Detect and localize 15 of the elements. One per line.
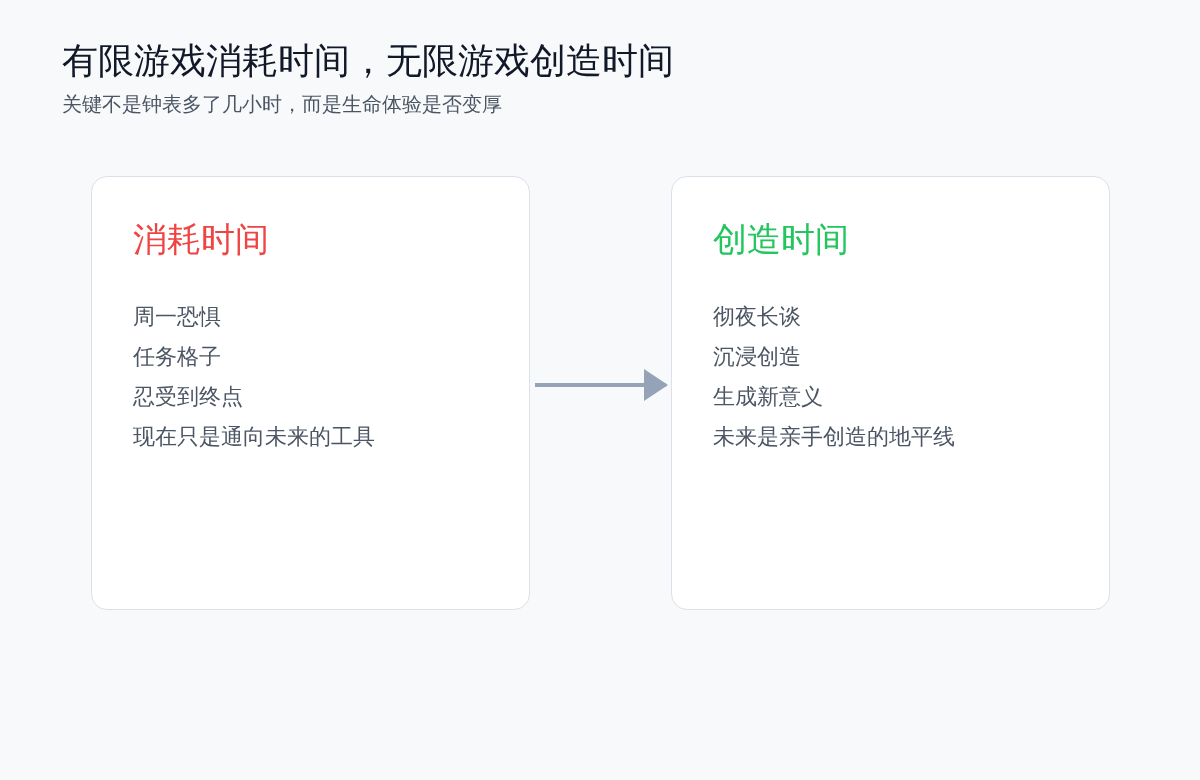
list-item: 彻夜长谈 <box>713 303 801 331</box>
list-item: 未来是亲手创造的地平线 <box>713 423 955 451</box>
card-heading: 消耗时间 <box>133 218 269 261</box>
title: 有限游戏消耗时间，无限游戏创造时间 <box>62 39 674 83</box>
list-item: 周一恐惧 <box>133 303 221 331</box>
card <box>671 176 1110 610</box>
list-item: 忍受到终点 <box>133 383 243 411</box>
list-item: 沉浸创造 <box>713 343 801 371</box>
list-item: 生成新意义 <box>713 383 823 411</box>
list-item: 任务格子 <box>133 343 221 371</box>
list-item: 现在只是通向未来的工具 <box>133 423 375 451</box>
subtitle: 关键不是钟表多了几小时，而是生命体验是否变厚 <box>62 91 502 118</box>
arrow <box>535 369 668 401</box>
card-heading: 创造时间 <box>713 218 849 261</box>
card <box>91 176 530 610</box>
